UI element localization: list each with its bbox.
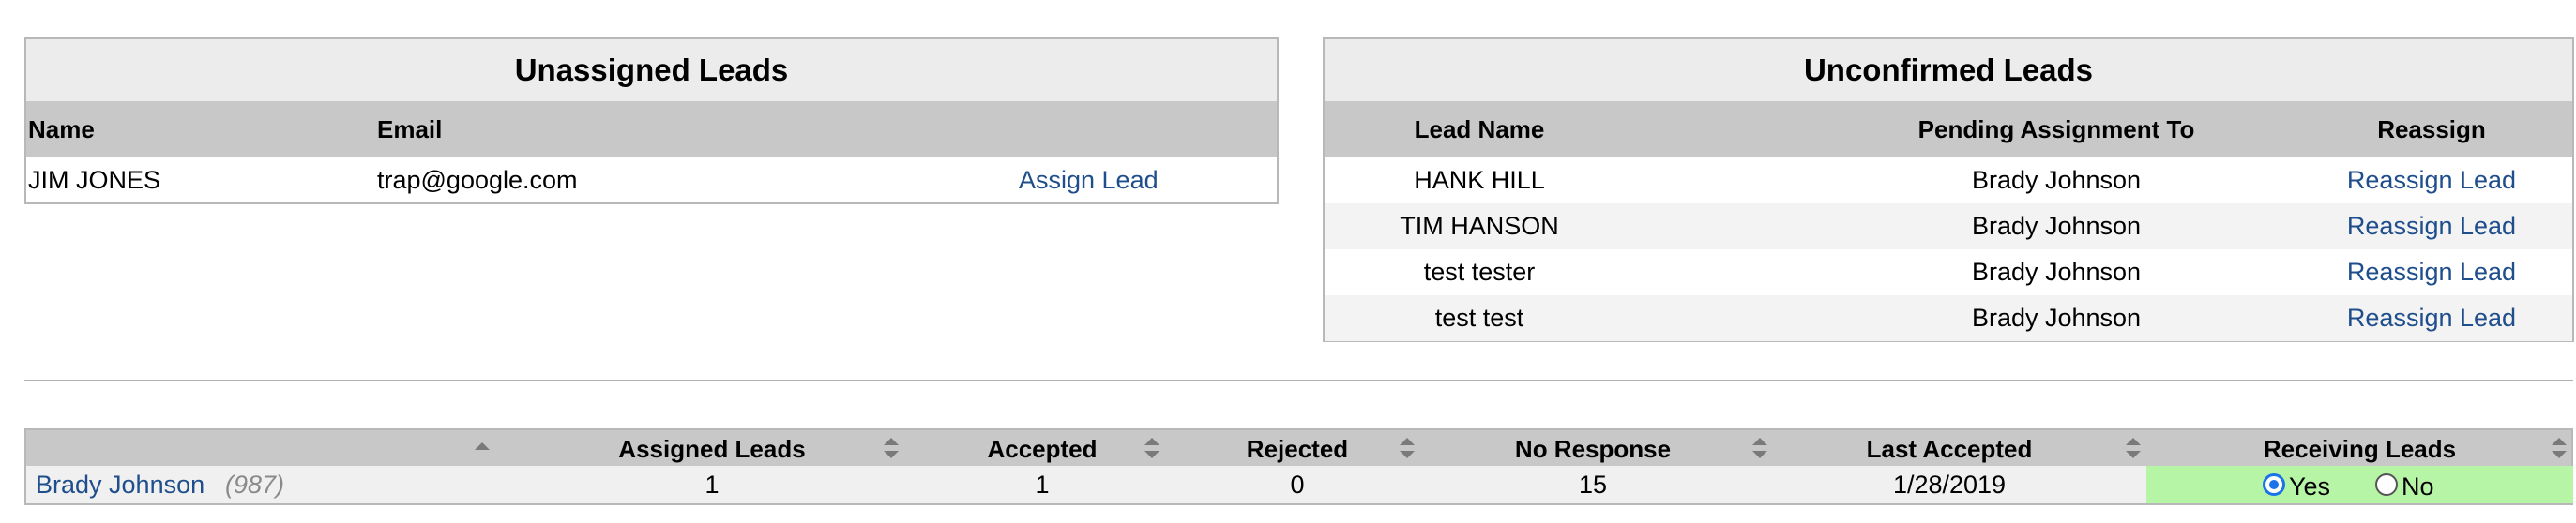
table-row: JIM JONES trap@google.com Assign Lead (26, 157, 1277, 203)
reassign-lead-link[interactable]: Reassign Lead (2346, 304, 2517, 332)
header-email: Email (377, 115, 443, 143)
table-row: TIM HANSON Brady Johnson Reassign Lead (1325, 203, 2572, 249)
lead-name: JIM JONES (28, 166, 161, 194)
header-reassign: Reassign (2377, 115, 2486, 143)
table-row: test tester Brady Johnson Reassign Lead (1325, 249, 2572, 295)
agents-header-row: Assigned Leads Accepted Rejected No Resp… (26, 430, 2571, 466)
unassigned-header-row: Name Email (26, 101, 1277, 157)
last-accepted-value: 1/28/2019 (1892, 471, 2007, 499)
unconfirmed-leads-title: Unconfirmed Leads (1325, 39, 2572, 101)
agents-table: Assigned Leads Accepted Rejected No Resp… (24, 428, 2573, 505)
header-receiving-leads[interactable]: Receiving Leads (2263, 435, 2457, 463)
rejected-value: 0 (1290, 471, 1305, 499)
header-rejected[interactable]: Rejected (1246, 435, 1349, 463)
no-response-value: 15 (1578, 471, 1608, 499)
receiving-leads-cell: Yes No (2146, 466, 2573, 503)
pending-assignee: Brady Johnson (1971, 212, 2142, 240)
unassigned-leads-title: Unassigned Leads (26, 39, 1277, 101)
receiving-yes-label: Yes (2289, 472, 2331, 501)
lead-email: trap@google.com (377, 166, 578, 194)
receiving-no-radio[interactable] (2375, 473, 2398, 496)
lead-name: TIM HANSON (1400, 212, 1559, 240)
sort-icon[interactable] (882, 436, 901, 460)
accepted-value: 1 (1035, 471, 1050, 499)
section-divider (24, 380, 2573, 381)
reassign-lead-link[interactable]: Reassign Lead (2346, 258, 2517, 286)
agent-name-link[interactable]: Brady Johnson (36, 471, 205, 499)
agent-lead-count: (987) (225, 471, 285, 499)
header-last-accepted[interactable]: Last Accepted (1866, 435, 2033, 463)
header-no-response[interactable]: No Response (1514, 435, 1672, 463)
table-row: HANK HILL Brady Johnson Reassign Lead (1325, 157, 2572, 203)
assigned-leads-value: 1 (705, 471, 720, 499)
pending-assignee: Brady Johnson (1971, 258, 2142, 286)
header-lead-name: Lead Name (1414, 115, 1545, 143)
sort-icon[interactable] (2124, 436, 2143, 460)
lead-name: test test (1434, 304, 1524, 332)
assign-lead-link[interactable]: Assign Lead (1019, 166, 1159, 194)
sort-asc-icon[interactable] (473, 436, 492, 460)
header-assigned-leads[interactable]: Assigned Leads (618, 435, 806, 463)
unassigned-leads-panel: Unassigned Leads Name Email JIM JONES tr… (24, 37, 1279, 204)
unconfirmed-leads-panel: Unconfirmed Leads Lead Name Pending Assi… (1323, 37, 2574, 342)
lead-name: HANK HILL (1414, 166, 1545, 194)
pending-assignee: Brady Johnson (1971, 304, 2142, 332)
header-name: Name (28, 115, 95, 143)
lead-name: test tester (1423, 258, 1536, 286)
sort-icon[interactable] (2550, 436, 2568, 460)
table-row: Brady Johnson (987) 1 1 0 15 1/28/2019 Y… (26, 466, 2573, 503)
sort-icon[interactable] (1143, 436, 1161, 460)
table-row: test test Brady Johnson Reassign Lead (1325, 295, 2572, 341)
header-accepted[interactable]: Accepted (987, 435, 1098, 463)
pending-assignee: Brady Johnson (1971, 166, 2142, 194)
reassign-lead-link[interactable]: Reassign Lead (2346, 166, 2517, 194)
receiving-yes-radio[interactable] (2263, 473, 2285, 496)
sort-icon[interactable] (1750, 436, 1769, 460)
unconfirmed-header-row: Lead Name Pending Assignment To Reassign (1325, 101, 2572, 157)
reassign-lead-link[interactable]: Reassign Lead (2346, 212, 2517, 240)
receiving-no-label: No (2402, 472, 2434, 501)
sort-icon[interactable] (1398, 436, 1417, 460)
header-pending-assignment: Pending Assignment To (1917, 115, 2195, 143)
